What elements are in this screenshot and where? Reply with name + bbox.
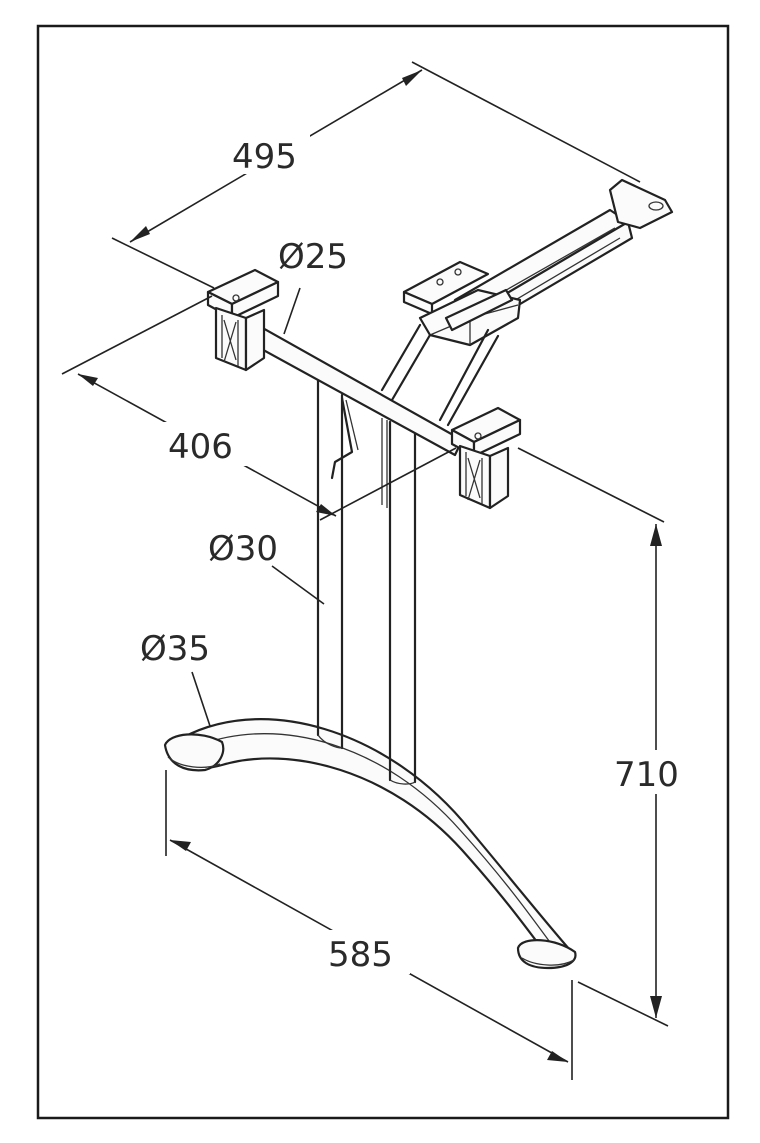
- label-710: 710: [614, 755, 679, 795]
- label-d30: Ø30: [208, 529, 278, 569]
- label-d35: Ø35: [140, 629, 210, 669]
- top-tube: [239, 318, 464, 457]
- dimension-d25: Ø25: [278, 237, 348, 335]
- label-d25: Ø25: [278, 237, 348, 277]
- drawing-frame: [36, 24, 730, 1120]
- label-495: 495: [232, 137, 297, 177]
- column-pair: [316, 378, 417, 785]
- dimension-406: 406: [61, 295, 457, 521]
- dimension-585: 585: [165, 770, 573, 1080]
- label-585: 585: [328, 935, 393, 975]
- dimension-d30: Ø30: [208, 529, 325, 605]
- right-mount-bracket: [450, 406, 522, 510]
- dimension-d35: Ø35: [140, 629, 211, 727]
- base-foot: [163, 718, 577, 970]
- dimension-710: 710: [517, 447, 696, 1027]
- label-406: 406: [168, 427, 233, 467]
- dimension-495: 495: [111, 61, 641, 289]
- left-mount-bracket: [206, 268, 280, 372]
- folding-mechanism: [330, 178, 674, 480]
